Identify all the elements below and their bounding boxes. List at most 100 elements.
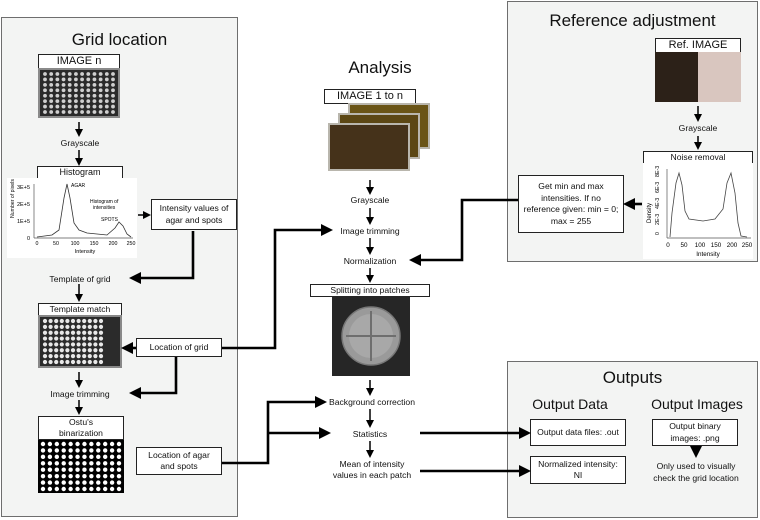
- well-dot: [116, 454, 122, 460]
- well-dot: [92, 72, 97, 76]
- well-dot: [54, 448, 60, 453]
- well-dot: [48, 359, 53, 365]
- well-dot: [87, 348, 92, 353]
- well-dot: [40, 473, 46, 479]
- well-dot: [89, 454, 94, 460]
- well-dot: [116, 473, 122, 479]
- well-dot: [43, 88, 47, 93]
- well-dot: [43, 77, 47, 82]
- well-dot: [92, 88, 97, 93]
- well-dot: [61, 486, 66, 492]
- well-dot: [75, 441, 80, 447]
- location-agar-spots-box: Location of agar and spots: [136, 447, 222, 475]
- well-dot: [82, 348, 87, 353]
- well-dot: [111, 99, 115, 104]
- hist-annotation-2: intensities: [93, 205, 116, 211]
- well-dot: [67, 77, 72, 82]
- well-dot: [42, 348, 48, 353]
- well-dot: [68, 480, 73, 485]
- well-dot: [109, 461, 115, 466]
- well-dot: [80, 110, 84, 114]
- well-dot: [102, 467, 108, 472]
- density-chart: Density 0 2E-3 4E-3 6E-3 8E-3 0 50 100 1…: [643, 163, 753, 259]
- well-dot: [61, 110, 66, 114]
- well-dot: [98, 104, 103, 109]
- well-dot: [80, 82, 84, 87]
- spots-label: SPOTS: [101, 217, 119, 223]
- well-dot: [67, 99, 72, 104]
- well-dot: [80, 77, 84, 82]
- well-dot: [59, 359, 64, 365]
- well-dot: [109, 486, 115, 492]
- well-dot: [111, 110, 115, 114]
- well-dot: [76, 336, 81, 341]
- well-dot: [96, 480, 101, 485]
- well-dot: [70, 336, 76, 341]
- intensity-values-box: Intensity values of agar and spots: [151, 199, 237, 230]
- density-xtick-0: 0: [666, 242, 670, 249]
- well-dot: [55, 77, 60, 82]
- well-dot: [67, 104, 72, 109]
- well-dot: [74, 110, 78, 114]
- well-dot: [54, 480, 60, 485]
- well-dot: [55, 93, 60, 98]
- well-dot: [93, 336, 98, 341]
- well-dot: [82, 448, 87, 453]
- well-dot: [80, 72, 84, 76]
- density-xtick-1: 50: [680, 242, 688, 249]
- well-dot: [93, 342, 98, 347]
- density-xtick-5: 250: [742, 242, 753, 249]
- well-dot: [82, 441, 87, 447]
- well-dot: [67, 93, 72, 98]
- well-dot: [96, 473, 101, 479]
- minmax-box: Get min and max intensities. If no refer…: [518, 175, 624, 233]
- well-dot: [48, 318, 53, 324]
- well-dot: [82, 461, 87, 466]
- ostu-line-2: binarization: [59, 428, 103, 438]
- well-dot: [82, 342, 87, 347]
- well-dot: [68, 486, 73, 492]
- well-dot: [61, 441, 66, 447]
- well-dot: [42, 324, 48, 329]
- well-dot: [87, 359, 92, 365]
- well-dot: [48, 330, 53, 335]
- density-ytick-4: 8E-3: [655, 166, 661, 177]
- density-ylabel: Density: [647, 203, 653, 223]
- well-dot: [70, 342, 76, 347]
- well-dot: [49, 99, 54, 104]
- patch-svg: [341, 306, 401, 366]
- well-dot: [75, 473, 80, 479]
- template-of-grid-label: Template of grid: [49, 274, 111, 284]
- well-dot: [43, 110, 47, 114]
- well-dot: [104, 104, 109, 109]
- well-dot: [59, 348, 64, 353]
- well-dot: [98, 342, 104, 347]
- well-dot: [116, 448, 122, 453]
- well-dot: [40, 441, 46, 447]
- well-dot: [54, 318, 59, 324]
- well-dot: [82, 324, 87, 329]
- well-dot: [102, 473, 108, 479]
- ref-image-light: [698, 52, 741, 102]
- well-dot: [65, 348, 70, 353]
- well-dot: [76, 348, 81, 353]
- density-xlabel: Intensity: [696, 251, 720, 258]
- well-dot: [102, 441, 108, 447]
- ref-image-label: Ref. IMAGE: [655, 38, 741, 53]
- hist-annotation-1: Histogram of: [90, 199, 119, 205]
- well-dot: [98, 110, 103, 114]
- well-dot: [82, 467, 87, 472]
- histogram-chart: Number of pixels 0 1E+5 2E+5 3E+5 0 50 1…: [7, 178, 137, 258]
- well-dot: [76, 318, 81, 324]
- well-dot: [54, 342, 59, 347]
- well-dot: [55, 110, 60, 114]
- analysis-image-trimming-label: Image trimming: [340, 226, 400, 236]
- well-dot: [70, 348, 76, 353]
- well-dot: [93, 330, 98, 335]
- well-dot: [111, 77, 115, 82]
- well-dot: [40, 480, 46, 485]
- well-dot: [70, 318, 76, 324]
- well-dot: [47, 441, 53, 447]
- well-dot: [104, 99, 109, 104]
- well-dot: [70, 354, 76, 359]
